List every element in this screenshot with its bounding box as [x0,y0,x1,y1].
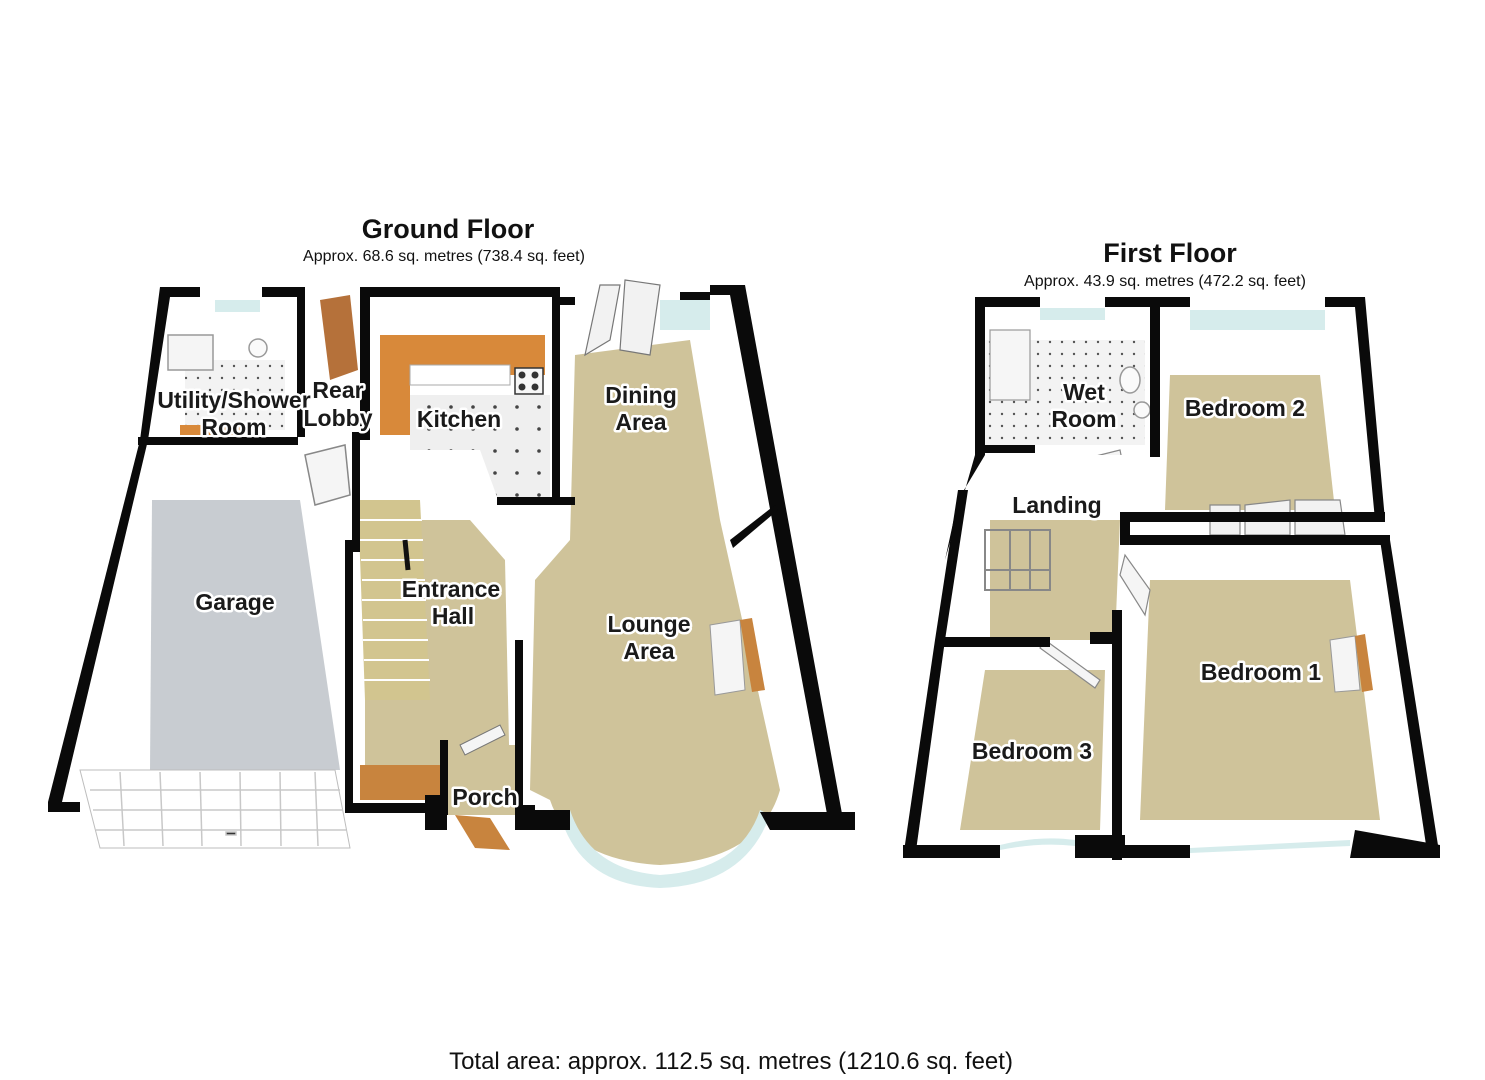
wet-room-label-line1: Wet [1063,379,1105,405]
lounge-dining-room [520,279,830,888]
ground-floor-walls [48,285,855,830]
french-door-left-icon [584,284,621,357]
lobby-door-icon [304,444,351,506]
garage-room [65,440,351,849]
ground-floor-plan [48,279,855,888]
rear-lobby-label-line1: Rear [312,377,363,403]
entrance-hall-room [355,450,520,800]
lounge-label-line1: Lounge [607,611,690,637]
stair-balustrade-icon [984,529,1051,591]
first-floor-plan [903,297,1440,860]
bedroom-1-label: Bedroom 1 [1201,659,1321,685]
front-door-icon [455,815,510,850]
hob-icon [514,367,544,395]
garage-door-icon [90,771,346,847]
first-floor-title: First Floor [1103,238,1237,268]
landing-room [950,455,1150,640]
porch-label: Porch [452,784,517,810]
bedroom-3-room [920,639,1120,845]
kitchen-label: Kitchen [417,406,501,432]
utility-label-line1: Utility/Shower [157,387,310,413]
landing-label: Landing [1012,492,1101,518]
ground-floor-title: Ground Floor [362,214,535,244]
first-floor-area: Approx. 43.9 sq. metres (472.2 sq. feet) [1024,273,1306,290]
entrance-hall-label-line2: Hall [432,603,474,629]
staircase-icon [358,500,430,700]
rear-lobby-label-line2: Lobby [304,405,373,431]
first-floor-walls [903,297,1440,860]
fireplace-icon [709,618,765,696]
dining-label-line1: Dining [605,382,677,408]
basin-icon [1133,401,1151,419]
entrance-hall-label-line1: Entrance [402,576,500,602]
rear-lobby-room [300,295,358,506]
bedroom-3-label: Bedroom 3 [972,738,1092,764]
utility-shower-room [160,295,300,440]
bedroom-2-label: Bedroom 2 [1185,395,1305,421]
wet-room-label-line2: Room [1051,406,1116,432]
lounge-label-line2: Area [623,638,674,664]
bedroom1-fireplace-icon [1329,634,1373,693]
bedroom-1-room [1119,545,1420,845]
french-door-right-icon [619,279,661,356]
toilet-icon [1119,366,1141,394]
ground-floor-area: Approx. 68.6 sq. metres (738.4 sq. feet) [303,248,585,265]
dining-label-line2: Area [615,409,666,435]
porch-room [445,724,520,850]
back-door-icon [320,295,358,380]
utility-label-line2: Room [201,414,266,440]
total-area: Total area: approx. 112.5 sq. metres (12… [449,1048,1013,1075]
garage-label: Garage [195,589,274,615]
bedroom-2-room [1160,305,1375,536]
